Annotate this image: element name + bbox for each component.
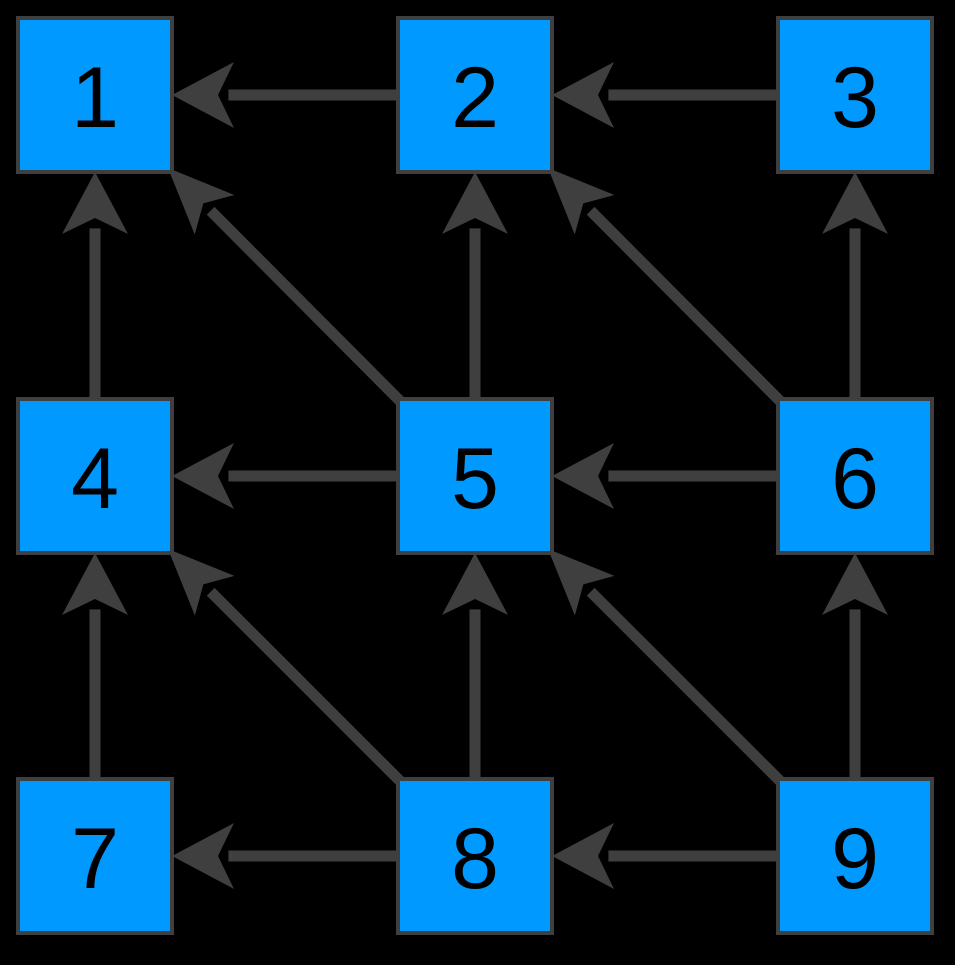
node-box[interactable] [16, 16, 174, 174]
arrowhead-icon [552, 443, 614, 509]
arrowhead-icon [62, 553, 128, 615]
node-box[interactable] [396, 777, 554, 935]
edge-6-to-5 [552, 443, 778, 509]
nodes-layer: 1 2 3 4 5 6 7 8 9 [16, 16, 934, 935]
edges-layer [62, 62, 888, 889]
edge-2-to-1 [172, 62, 398, 128]
arrowhead-icon [172, 443, 234, 509]
edge-8-to-7 [172, 823, 398, 889]
graph-node-9[interactable]: 9 [776, 777, 934, 935]
graph-node-6[interactable]: 6 [776, 397, 934, 555]
arrowhead-icon [548, 549, 615, 616]
node-label: 5 [451, 431, 499, 527]
node-box[interactable] [396, 16, 554, 174]
edge-7-to-4 [62, 553, 128, 779]
edge-6-to-2 [548, 168, 786, 407]
arrowhead-icon [168, 168, 235, 235]
edge-6-to-3 [822, 172, 888, 399]
graph-node-7[interactable]: 7 [16, 777, 174, 935]
node-box[interactable] [16, 777, 174, 935]
node-box[interactable] [776, 16, 934, 174]
edge-8-to-4 [168, 549, 406, 787]
arrowhead-icon [552, 62, 614, 128]
graph-node-3[interactable]: 3 [776, 16, 934, 174]
edge-line [586, 587, 786, 787]
graph-node-1[interactable]: 1 [16, 16, 174, 174]
node-label: 9 [831, 811, 879, 907]
node-label: 3 [831, 50, 879, 146]
node-box[interactable] [776, 777, 934, 935]
edge-line [206, 587, 406, 787]
edge-9-to-5 [548, 549, 786, 787]
edge-4-to-1 [62, 172, 128, 399]
arrowhead-icon [822, 172, 888, 234]
node-label: 4 [71, 431, 119, 527]
node-label: 2 [451, 50, 499, 146]
arrowhead-icon [168, 549, 235, 616]
edge-9-to-6 [822, 553, 888, 779]
node-label: 7 [71, 811, 119, 907]
arrowhead-icon [442, 553, 508, 615]
edge-5-to-2 [442, 172, 508, 399]
edge-3-to-2 [552, 62, 778, 128]
arrowhead-icon [62, 172, 128, 234]
arrowhead-icon [172, 62, 234, 128]
edge-9-to-8 [552, 823, 778, 889]
edge-5-to-4 [172, 443, 398, 509]
node-label: 8 [451, 811, 499, 907]
arrowhead-icon [442, 172, 508, 234]
edge-5-to-1 [168, 168, 406, 407]
graph-node-8[interactable]: 8 [396, 777, 554, 935]
node-box[interactable] [16, 397, 174, 555]
arrowhead-icon [172, 823, 234, 889]
edge-8-to-5 [442, 553, 508, 779]
graph-node-5[interactable]: 5 [396, 397, 554, 555]
arrowhead-icon [822, 553, 888, 615]
graph-node-4[interactable]: 4 [16, 397, 174, 555]
edge-line [206, 206, 406, 407]
arrowhead-icon [552, 823, 614, 889]
graph-node-2[interactable]: 2 [396, 16, 554, 174]
arrowhead-icon [548, 168, 615, 235]
node-box[interactable] [776, 397, 934, 555]
node-label: 1 [71, 50, 119, 146]
node-label: 6 [831, 431, 879, 527]
node-box[interactable] [396, 397, 554, 555]
edge-line [586, 206, 786, 407]
